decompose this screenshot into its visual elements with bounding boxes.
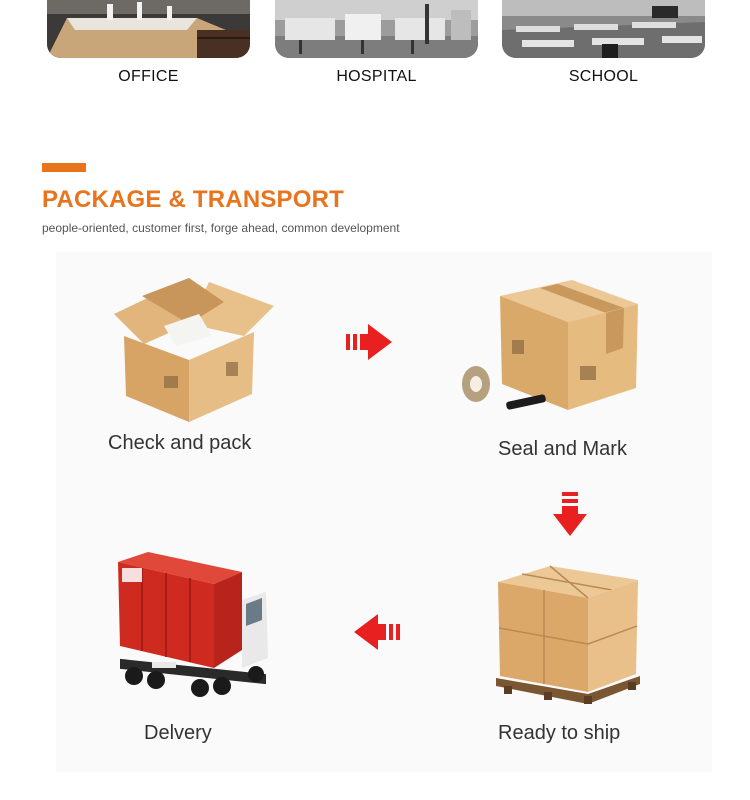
hospital-label: HOSPITAL <box>336 68 417 85</box>
hospital-photo <box>275 0 478 58</box>
step-label-ready-to-ship: Ready to ship <box>498 722 621 744</box>
arrow-left-icon <box>354 614 400 655</box>
package-process-diagram: Check and pack S <box>56 252 712 772</box>
step-label-seal-and-mark: Seal and Mark <box>498 438 627 460</box>
application-hospital[interactable]: HOSPITAL <box>275 0 478 86</box>
section-subtitle: people-oriented, customer first, forge a… <box>42 221 400 235</box>
container-truck-icon <box>118 552 268 697</box>
pallet-boxes-icon <box>496 565 640 704</box>
step-label-delivery: Delvery <box>144 722 212 744</box>
arrow-down-icon <box>553 492 587 541</box>
office-label: OFFICE <box>118 68 179 85</box>
application-office[interactable]: OFFICE <box>47 0 250 86</box>
step-ready-to-ship: Ready to ship <box>492 560 642 744</box>
arrow-right-icon <box>346 324 392 365</box>
step-seal-and-mark: Seal and Mark <box>460 274 645 460</box>
application-school[interactable]: SCHOOL <box>502 0 705 86</box>
school-photo <box>502 0 705 58</box>
office-photo <box>47 0 250 58</box>
school-label: SCHOOL <box>568 68 639 85</box>
open-box-icon <box>114 278 274 422</box>
section-accent-bar <box>42 163 86 172</box>
step-label-check-and-pack: Check and pack <box>108 432 252 454</box>
sealed-box-icon <box>462 280 638 410</box>
step-delivery: Delvery <box>112 550 272 744</box>
step-check-and-pack: Check and pack <box>94 274 284 454</box>
section-title: PACKAGE & TRANSPORT <box>42 186 345 213</box>
